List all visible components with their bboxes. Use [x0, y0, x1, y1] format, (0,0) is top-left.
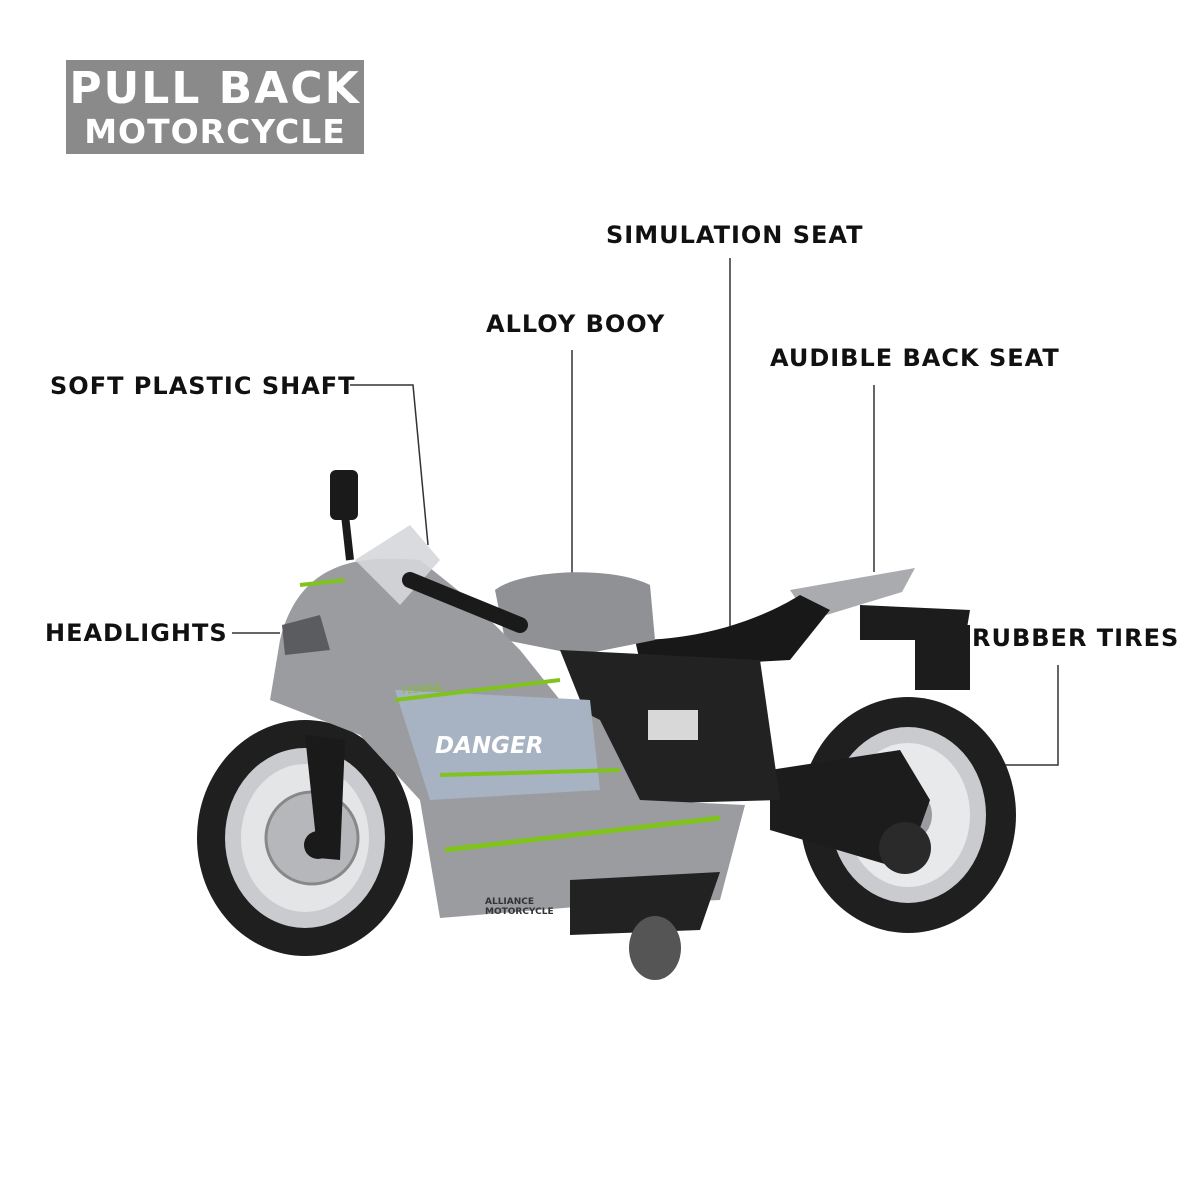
- windscreen: [355, 525, 440, 605]
- audible-back-seat-label: AUDIBLE BACK SEAT: [770, 344, 1060, 372]
- pullback-wheel: [629, 916, 681, 980]
- green-stripe-2: [439, 768, 621, 777]
- soft-plastic-shaft-line: [350, 384, 429, 546]
- federal-decal: FEDERAL: [402, 683, 444, 697]
- mirror: [330, 470, 358, 520]
- soft-plastic-shaft-label: SOFT PLASTIC SHAFT: [50, 372, 356, 400]
- belly-pan: [570, 872, 720, 935]
- license-plate-holder: [915, 625, 970, 690]
- rear-hub: [879, 822, 931, 874]
- green-stripe-nose: [299, 578, 346, 587]
- front-wheel: [197, 720, 413, 956]
- simulation-seat-label: SIMULATION SEAT: [606, 221, 864, 249]
- title-line-1: PULL BACK: [69, 63, 361, 114]
- headlights-label: HEADLIGHTS: [45, 619, 228, 647]
- exhaust-badge: [648, 710, 698, 740]
- seat: [635, 595, 830, 665]
- rubber-tires-label: RUBBER TIRES: [972, 624, 1180, 652]
- alloy-body-label: ALLOY BOOY: [486, 310, 666, 338]
- headlight: [282, 615, 330, 655]
- front-fork: [305, 735, 345, 860]
- mirror-stem: [341, 514, 354, 561]
- fuel-tank: [495, 572, 655, 655]
- green-stripe-1: [394, 678, 561, 702]
- handlebar: [402, 572, 528, 633]
- green-stripe-3: [444, 815, 721, 853]
- alliance-decal-2: MOTORCYCLE: [485, 907, 554, 917]
- alliance-decal-1: ALLIANCE: [485, 897, 534, 907]
- title-line-2: MOTORCYCLE: [84, 112, 346, 151]
- title-badge: PULL BACK MOTORCYCLE: [66, 60, 364, 154]
- danger-decal: DANGER: [435, 733, 543, 759]
